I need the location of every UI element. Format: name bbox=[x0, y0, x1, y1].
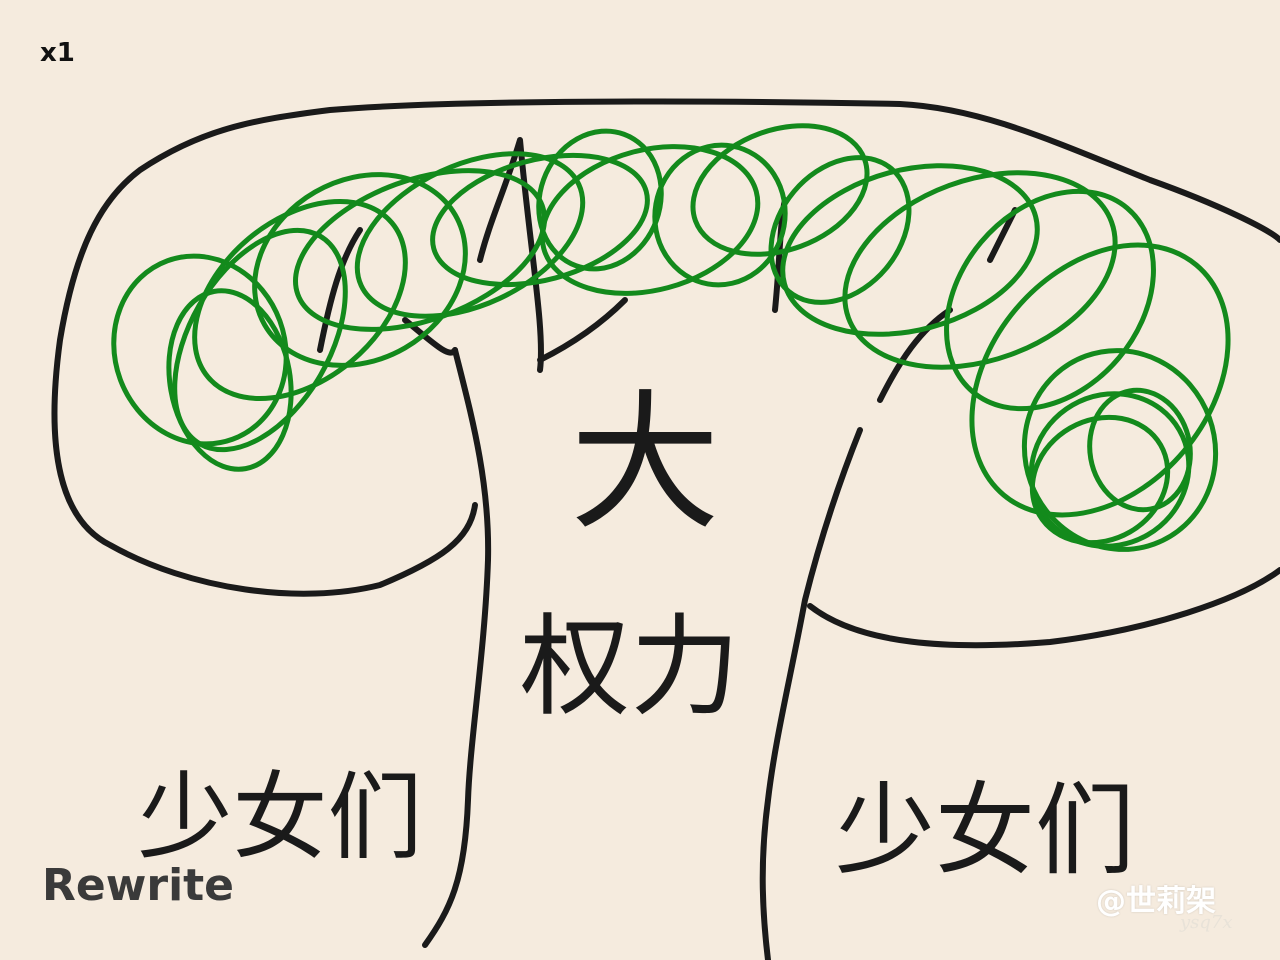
trunk-right bbox=[759, 427, 863, 960]
rewrite-button[interactable]: Rewrite bbox=[42, 860, 235, 911]
center-mid-chars: 权力 bbox=[520, 603, 740, 731]
watermark-text: @世莉架 bbox=[1096, 884, 1216, 919]
branch-stroke-6 bbox=[987, 207, 1018, 263]
branch-right bbox=[877, 307, 953, 403]
counter-label: x1 bbox=[40, 38, 75, 68]
left-bottom-chars: 少女们 bbox=[137, 763, 422, 873]
branch-stroke-3 bbox=[317, 227, 363, 353]
signature-text: ysq7x bbox=[1180, 912, 1233, 933]
branch-left-2 bbox=[537, 297, 628, 363]
scribble-group bbox=[111, 123, 1231, 552]
center-top-char: 大 bbox=[570, 377, 720, 551]
canopy-right-bottom bbox=[807, 567, 1280, 649]
right-bottom-chars: 少女们 bbox=[835, 772, 1135, 889]
trunk-left bbox=[422, 347, 492, 948]
canopy-outline bbox=[51, 98, 1280, 597]
